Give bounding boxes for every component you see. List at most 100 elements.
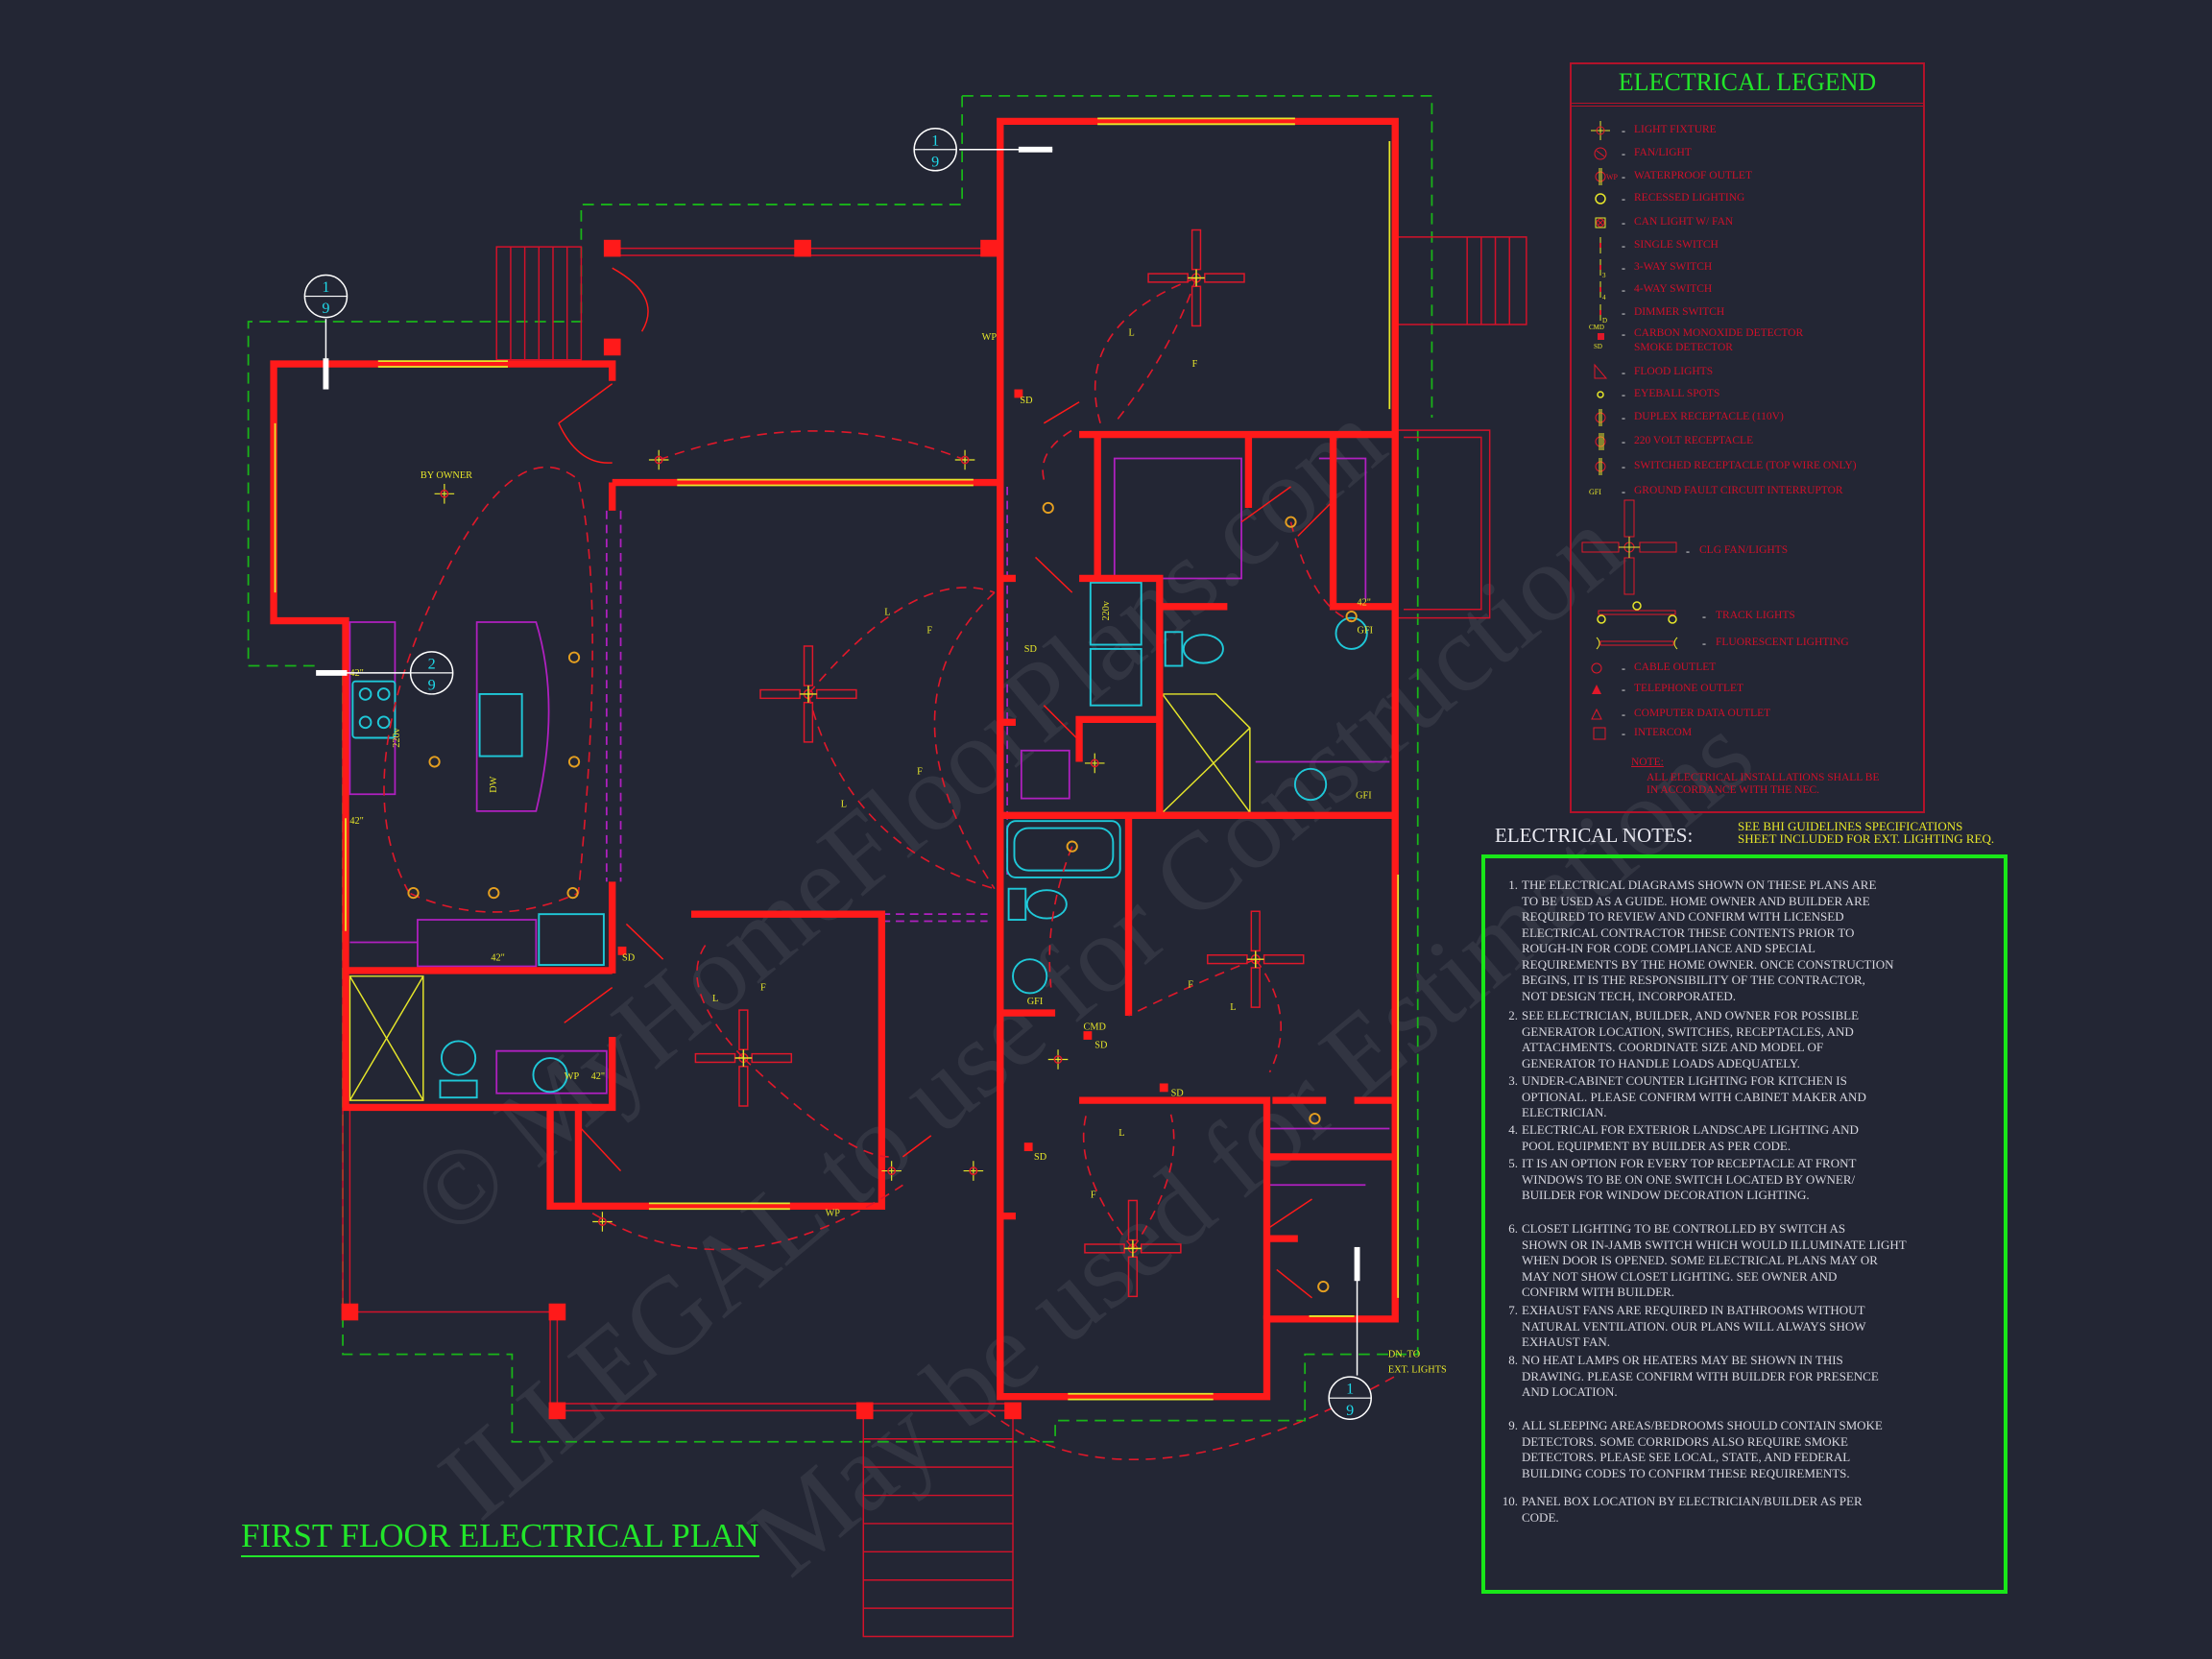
legend-dash: - bbox=[1622, 411, 1625, 424]
legend-dash: - bbox=[1702, 610, 1706, 623]
legend-dash: - bbox=[1622, 283, 1625, 297]
legend-item: -FLUORESCENT LIGHTING bbox=[1572, 637, 1923, 654]
section-number: 1 bbox=[322, 279, 329, 296]
legend-label: CARBON MONOXIDE DETECTOR bbox=[1634, 327, 1804, 339]
legend-label: FAN/LIGHT bbox=[1634, 147, 1692, 158]
recessed-light-icon bbox=[566, 887, 579, 900]
plan-label: CMD bbox=[1083, 1022, 1105, 1033]
washer-icon bbox=[1089, 581, 1142, 646]
plan-label: F bbox=[926, 626, 932, 637]
four-way-switch-icon: 4 bbox=[1599, 281, 1606, 301]
recessed-light-icon bbox=[1345, 611, 1358, 623]
legend-item: -COMPUTER DATA OUTLET bbox=[1572, 708, 1923, 725]
legend-dash: - bbox=[1622, 485, 1625, 498]
note-text: PANEL BOX LOCATION BY ELECTRICIAN/BUILDE… bbox=[1522, 1494, 1863, 1526]
ceiling-fan-icon bbox=[694, 1009, 793, 1107]
note-line: DRAWING. PLEASE CONFIRM WITH BUILDER FOR… bbox=[1522, 1368, 1879, 1383]
light-fixture-icon bbox=[1047, 1049, 1069, 1070]
legend-prefix: GFI bbox=[1589, 488, 1601, 496]
flood-light-icon bbox=[1594, 363, 1608, 379]
smoke-detector-icon: SD bbox=[1594, 343, 1602, 350]
recessed-light-icon bbox=[1317, 1280, 1330, 1293]
plan-label: 220v bbox=[1101, 600, 1112, 620]
recessed-light-icon bbox=[1595, 193, 1606, 204]
note-line: GENERATOR TO HANDLE LOADS ADEQUATELY. bbox=[1522, 1055, 1800, 1070]
legend-note-line: ALL ELECTRICAL INSTALLATIONS SHALL BE bbox=[1647, 772, 1880, 783]
sink-icon bbox=[1012, 958, 1048, 995]
legend-label: SINGLE SWITCH bbox=[1634, 239, 1719, 251]
legend-item: WP-WATERPROOF OUTLET bbox=[1572, 168, 1923, 187]
fridge-icon bbox=[538, 913, 605, 967]
legend-dash: - bbox=[1622, 661, 1625, 675]
note-number: 6. bbox=[1508, 1221, 1518, 1236]
recessed-light-icon bbox=[567, 756, 581, 768]
plan-label: L bbox=[884, 608, 890, 618]
legend-item: -EYEBALL SPOTS bbox=[1572, 388, 1923, 405]
legend-item: -FLOOD LIGHTS bbox=[1572, 363, 1923, 383]
section-cut-lines bbox=[322, 149, 1358, 1376]
note-line: DETECTORS. PLEASE SEE LOCAL, STATE, AND … bbox=[1522, 1450, 1851, 1464]
note-line: ELECTRICIAN. bbox=[1522, 1105, 1607, 1119]
legend-item: -TELEPHONE OUTLET bbox=[1572, 683, 1923, 700]
plan-label: 42" bbox=[349, 816, 363, 827]
legend-label: GROUND FAULT CIRCUIT INTERRUPTOR bbox=[1634, 485, 1843, 496]
legend-dash: - bbox=[1622, 727, 1625, 740]
plan-label: SD bbox=[622, 953, 635, 964]
plumbing-fixtures bbox=[351, 581, 1368, 1099]
note-text: CLOSET LIGHTING TO BE CONTROLLED BY SWIT… bbox=[1522, 1221, 1907, 1301]
note-text: THE ELECTRICAL DIAGRAMS SHOWN ON THESE P… bbox=[1522, 878, 1893, 1004]
legend-item: D-DIMMER SWITCH bbox=[1572, 304, 1923, 325]
plan-label: 42" bbox=[591, 1071, 605, 1082]
legend-dash: - bbox=[1702, 637, 1706, 650]
legend-note-line: IN ACCORDANCE WITH THE NEC. bbox=[1647, 784, 1820, 796]
note-line: CONFIRM WITH BUILDER. bbox=[1522, 1285, 1675, 1299]
note-line: BUILDING CODES TO CONFIRM THESE REQUIREM… bbox=[1522, 1465, 1850, 1480]
legend-label: COMPUTER DATA OUTLET bbox=[1634, 708, 1771, 719]
ceiling-fan-icon bbox=[1207, 910, 1305, 1008]
section-marker: 29 bbox=[409, 651, 454, 695]
computer-data-outlet-icon bbox=[1591, 708, 1602, 720]
note-line: DETECTORS. SOME CORRIDORS ALSO REQUIRE S… bbox=[1522, 1433, 1848, 1449]
electrical-notes-header: ELECTRICAL NOTES: bbox=[1495, 824, 1694, 847]
ceiling-fan-icon bbox=[1581, 499, 1677, 595]
recessed-light-icon bbox=[567, 651, 581, 663]
recessed-light-icon bbox=[428, 756, 441, 768]
legend-dash: - bbox=[1622, 683, 1625, 696]
legend-dash: - bbox=[1622, 388, 1625, 401]
legend-dash: - bbox=[1622, 239, 1625, 252]
note-text: ELECTRICAL FOR EXTERIOR LANDSCAPE LIGHTI… bbox=[1522, 1122, 1859, 1154]
note-text: EXHAUST FANS ARE REQUIRED IN BATHROOMS W… bbox=[1522, 1303, 1866, 1351]
note-line: REQUIREMENTS BY THE HOME OWNER. ONCE CON… bbox=[1522, 956, 1894, 972]
legend-label: DIMMER SWITCH bbox=[1634, 306, 1725, 318]
note-number: 5. bbox=[1508, 1156, 1518, 1170]
legend-label: RECESSED LIGHTING bbox=[1634, 192, 1745, 204]
legend-label: FLOOD LIGHTS bbox=[1634, 366, 1714, 377]
cable-outlet-icon bbox=[1591, 662, 1602, 674]
legend-prefix: SD bbox=[1594, 343, 1602, 350]
note-line: ATTACHMENTS. COORDINATE SIZE AND MODEL O… bbox=[1522, 1040, 1824, 1054]
fluorescent-light-icon bbox=[1596, 637, 1678, 650]
legend-label: 3-WAY SWITCH bbox=[1634, 261, 1713, 273]
switch-subscript: 3 bbox=[1602, 272, 1606, 279]
fan-light-icon bbox=[1594, 147, 1607, 160]
ceiling-fan-icon bbox=[1084, 1199, 1182, 1298]
bathtub-icon bbox=[1006, 820, 1121, 878]
detector-icon: CMD bbox=[1589, 324, 1604, 340]
note-line: OPTIONAL. PLEASE CONFIRM WITH CABINET MA… bbox=[1522, 1089, 1866, 1104]
legend-dash: - bbox=[1622, 216, 1625, 229]
note-line: SEE ELECTRICIAN, BUILDER, AND OWNER FOR … bbox=[1522, 1008, 1860, 1022]
legend-label: FLUORESCENT LIGHTING bbox=[1716, 637, 1849, 648]
legend-prefix: CMD bbox=[1589, 324, 1604, 331]
note-line: AND LOCATION. bbox=[1522, 1384, 1618, 1399]
section-marker: 19 bbox=[913, 127, 957, 172]
legend-item: 3-3-WAY SWITCH bbox=[1572, 259, 1923, 279]
note-line: UNDER-CABINET COUNTER LIGHTING FOR KITCH… bbox=[1522, 1073, 1847, 1088]
gfi-icon: GFI bbox=[1589, 488, 1601, 496]
ceiling-fan-icon bbox=[759, 645, 857, 743]
light-fixture-icon bbox=[1591, 121, 1610, 140]
sheet-number: 9 bbox=[1346, 1403, 1354, 1419]
note-line: BEGINS, IT IS THE RESPONSIBILITY OF THE … bbox=[1522, 973, 1865, 987]
switch-subscript: 4 bbox=[1602, 294, 1606, 301]
electrical-notes-box: 1.THE ELECTRICAL DIAGRAMS SHOWN ON THESE… bbox=[1481, 854, 2008, 1594]
